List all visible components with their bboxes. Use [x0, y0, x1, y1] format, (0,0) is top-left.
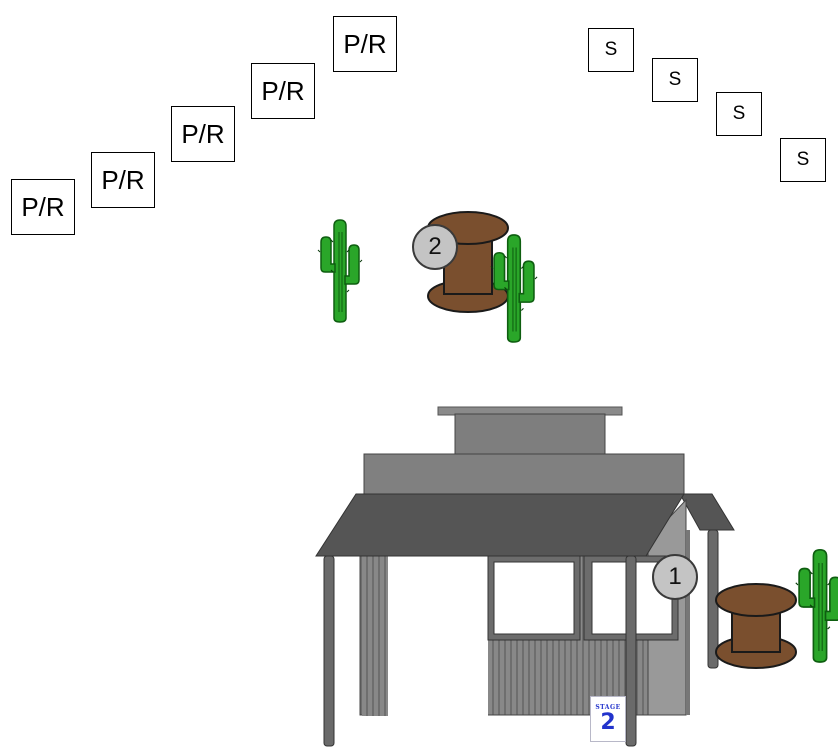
s-seat-box: S: [716, 92, 762, 136]
cactus-icon: [317, 219, 363, 323]
pr-seat-box: P/R: [91, 152, 155, 208]
s-seat-box: S: [780, 138, 826, 182]
cable-spool-icon: [715, 583, 797, 669]
marker-2: 2: [412, 224, 458, 270]
s-seat-box: S: [588, 28, 634, 72]
building-icon: [315, 406, 735, 747]
pr-seat-box: P/R: [171, 106, 235, 162]
pr-seat-box: P/R: [333, 16, 397, 72]
marker-1: 1: [652, 554, 698, 600]
cactus-icon: [490, 234, 538, 343]
pr-seat-box: P/R: [11, 179, 75, 235]
stage-sign-number: 2: [600, 710, 616, 735]
s-seat-box: S: [652, 58, 698, 102]
stage-sign-word: STAGE: [595, 704, 621, 711]
cactus-icon: [794, 548, 838, 663]
stage-sign-icon: STAGE 2: [590, 696, 626, 742]
pr-seat-box: P/R: [251, 63, 315, 119]
